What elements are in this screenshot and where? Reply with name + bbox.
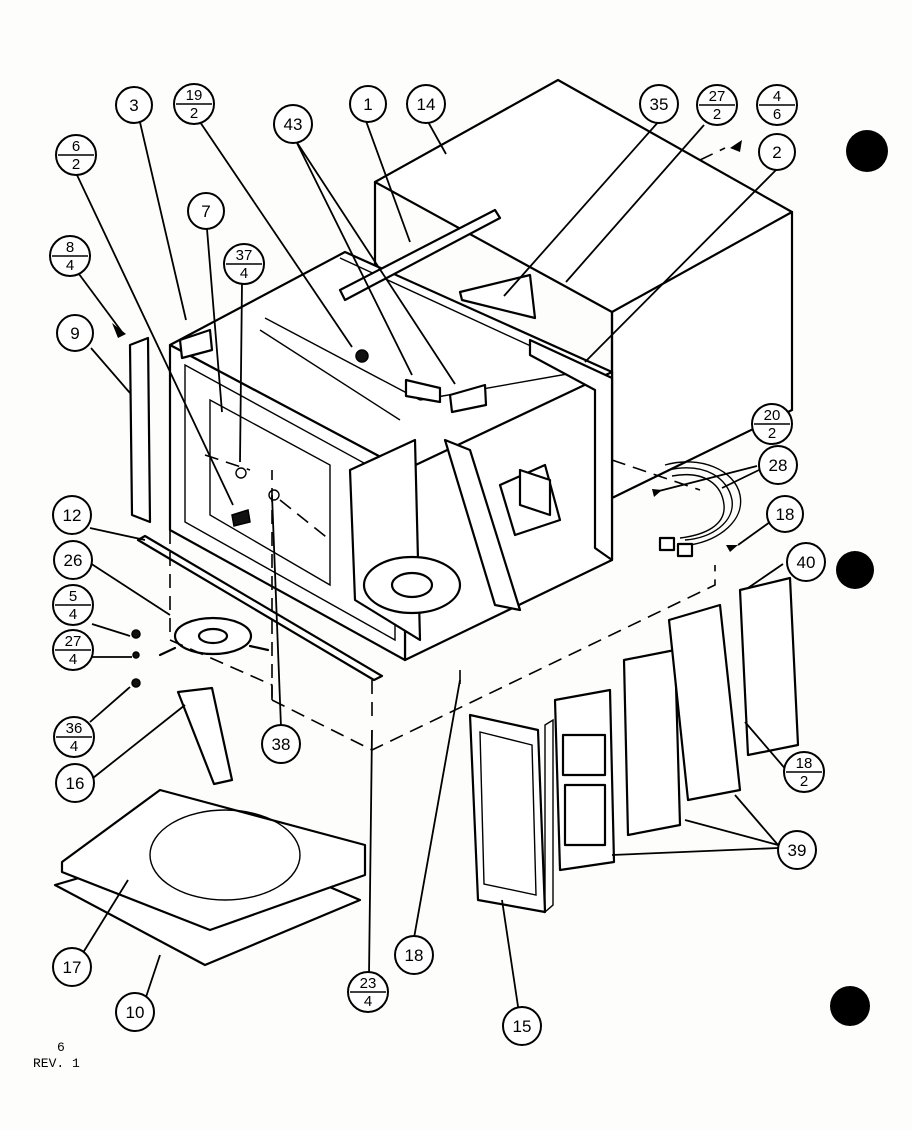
- callout-16-label: 16: [66, 774, 85, 793]
- callout-3: 3: [115, 86, 153, 124]
- callout-19-2: 192: [173, 83, 215, 125]
- front-rail: [136, 534, 384, 682]
- callout-5-4-num: 5: [69, 588, 77, 605]
- callout-10-label: 10: [126, 1003, 145, 1022]
- callout-17-label: 17: [63, 958, 82, 977]
- callout-18-2-num: 18: [796, 755, 813, 772]
- callout-36-4: 364: [53, 716, 95, 758]
- callout-35-label: 35: [650, 95, 669, 114]
- callout-38: 38: [261, 724, 301, 764]
- callout-20-2-den: 2: [768, 425, 776, 442]
- callout-5-4: 54: [52, 584, 94, 626]
- leader-lines: [75, 117, 789, 1014]
- door-assembly: [468, 713, 554, 914]
- callout-4-6: 46: [756, 84, 798, 126]
- callout-27-2: 272: [696, 84, 738, 126]
- stirrer-arm: [176, 686, 234, 786]
- callout-7: 7: [187, 192, 225, 230]
- callout-14: 14: [406, 84, 446, 124]
- callout-27-2-num: 27: [709, 88, 726, 105]
- callout-43: 43: [273, 104, 313, 144]
- control-panel-boards: [553, 576, 800, 872]
- punch-hole-bottom: [830, 986, 870, 1026]
- base-tray: [53, 788, 367, 967]
- callout-39: 39: [777, 830, 817, 870]
- internal-components: [231, 349, 562, 642]
- callout-36-4-den: 4: [70, 738, 78, 755]
- callout-10: 10: [115, 992, 155, 1032]
- callout-20-2-num: 20: [764, 407, 781, 424]
- callout-6-2-num: 6: [72, 138, 80, 155]
- callout-26: 26: [53, 540, 93, 580]
- arrowheads: [112, 140, 742, 552]
- callout-16: 16: [55, 763, 95, 803]
- callout-19-2-den: 2: [190, 105, 198, 122]
- callout-9-label: 9: [70, 324, 79, 343]
- revision-block: 6 REV. 1: [33, 1040, 80, 1072]
- callout-20-2: 202: [751, 403, 793, 445]
- revision-label: REV. 1: [33, 1056, 80, 1071]
- callout-28-label: 28: [769, 456, 788, 475]
- callout-36-4-num: 36: [66, 720, 83, 737]
- callout-27-4: 274: [52, 629, 94, 671]
- callout-18-right: 18: [766, 495, 804, 533]
- callout-28: 28: [758, 445, 798, 485]
- callout-18-bottom: 18: [394, 935, 434, 975]
- callout-15-label: 15: [513, 1017, 532, 1036]
- callout-15: 15: [502, 1006, 542, 1046]
- callout-5-4-den: 4: [69, 606, 77, 623]
- callout-4-6-den: 6: [773, 106, 781, 123]
- callout-23-4-num: 23: [360, 975, 377, 992]
- callout-2: 2: [758, 133, 796, 171]
- callout-6-2: 62: [55, 134, 97, 176]
- side-panel: [128, 336, 152, 524]
- callout-18-bottom-label: 18: [405, 946, 424, 965]
- callout-27-2-den: 2: [713, 106, 721, 123]
- callout-7-label: 7: [201, 202, 210, 221]
- callout-26-label: 26: [64, 551, 83, 570]
- callout-1: 1: [349, 85, 387, 123]
- callout-40-label: 40: [797, 553, 816, 572]
- callout-4-6-num: 4: [773, 88, 781, 105]
- callout-18-right-label: 18: [776, 505, 795, 524]
- callout-35: 35: [639, 84, 679, 124]
- turntable-hub: [131, 616, 270, 688]
- callout-43-label: 43: [284, 115, 303, 134]
- callout-39-label: 39: [788, 841, 807, 860]
- callout-23-4: 234: [347, 971, 389, 1013]
- callout-17: 17: [52, 947, 92, 987]
- callout-2-label: 2: [772, 143, 781, 162]
- callout-8-4-den: 4: [66, 257, 74, 274]
- punch-hole-middle: [836, 551, 874, 589]
- callout-19-2-num: 19: [186, 87, 203, 104]
- callout-18-2: 182: [783, 751, 825, 793]
- callout-12: 12: [52, 495, 92, 535]
- wiring-harness: [658, 461, 742, 558]
- callout-27-4-den: 4: [69, 651, 77, 668]
- callout-40: 40: [786, 542, 826, 582]
- callout-18-2-den: 2: [800, 773, 808, 790]
- callout-9: 9: [56, 314, 94, 352]
- punch-hole-top: [846, 130, 888, 172]
- callout-27-4-num: 27: [65, 633, 82, 650]
- callout-37-4-den: 4: [240, 265, 248, 282]
- callout-8-4-num: 8: [66, 239, 74, 256]
- callout-37-4-num: 37: [236, 247, 253, 264]
- door-choke-rails: [178, 208, 614, 612]
- page-number: 6: [57, 1040, 65, 1055]
- callout-23-4-den: 4: [364, 993, 372, 1010]
- callout-12-label: 12: [63, 506, 82, 525]
- callout-1-label: 1: [363, 95, 372, 114]
- callout-6-2-den: 2: [72, 156, 80, 173]
- callout-14-label: 14: [417, 95, 436, 114]
- callout-37-4: 374: [223, 243, 265, 285]
- callout-8-4: 84: [49, 235, 91, 277]
- callout-38-label: 38: [272, 735, 291, 754]
- callout-3-label: 3: [129, 96, 138, 115]
